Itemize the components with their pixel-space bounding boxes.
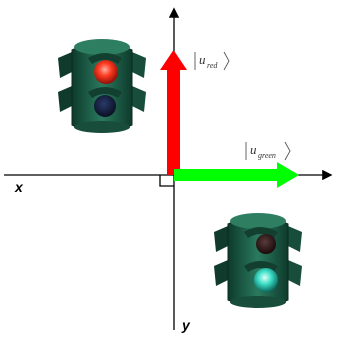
green-vector: [174, 162, 299, 188]
traffic-light-green: [214, 213, 302, 308]
green-vector-label: u green: [245, 141, 291, 161]
red-lamp-lit: [94, 60, 118, 84]
green-label-sub: green: [258, 151, 276, 160]
green-lamp-lit: [254, 268, 278, 292]
right-angle-marker: [159, 175, 174, 187]
lower-lamp-dark: [94, 95, 116, 117]
green-label-base: u: [250, 142, 257, 157]
x-axis-label: x: [14, 179, 24, 195]
upper-lamp-dark: [256, 234, 276, 254]
red-vector-label: u red: [194, 51, 230, 71]
traffic-light-red: [58, 39, 146, 133]
red-label-base: u: [199, 52, 206, 67]
red-label-sub: red: [207, 61, 218, 70]
y-axis-label: y: [181, 317, 191, 333]
red-vector: [160, 50, 187, 175]
